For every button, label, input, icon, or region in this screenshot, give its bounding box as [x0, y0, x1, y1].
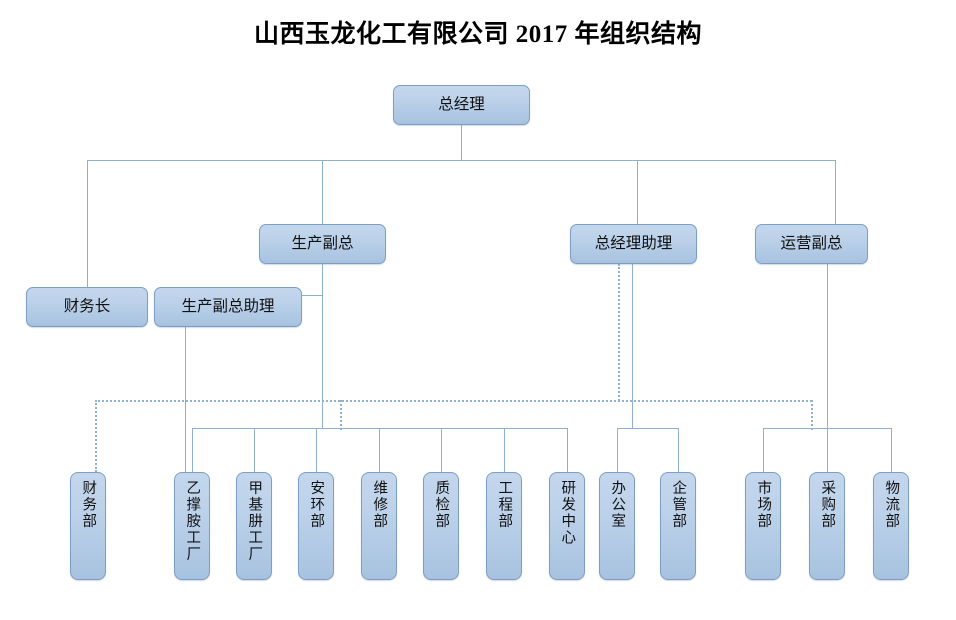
page-title: 山西玉龙化工有限公司 2017 年组织结构: [253, 21, 702, 48]
node-cfo[interactable]: 财务长: [26, 287, 148, 327]
connector-dotted-bus: [95, 400, 812, 402]
node-production-vp-assistant[interactable]: 生产副总助理: [154, 287, 302, 327]
node-dept-mh-plant[interactable]: 甲基肼工厂: [236, 472, 272, 580]
node-dept-engineering[interactable]: 工程部: [486, 472, 522, 580]
connector-stem-ea-plant: [192, 428, 193, 476]
node-gm-assistant[interactable]: 总经理助理: [570, 224, 697, 264]
connector-stem-safety-env: [316, 428, 317, 476]
node-label: 维修部: [371, 480, 388, 530]
connector-stem-maintenance: [379, 428, 380, 476]
connector-dotted-to-operations: [811, 400, 813, 430]
connector-tier1-bus: [87, 160, 835, 161]
connector-dotted-to-finance: [95, 400, 97, 472]
connector-gm-stem: [461, 125, 462, 161]
node-dept-finance[interactable]: 财务部: [70, 472, 106, 580]
node-label: 总经理: [438, 96, 485, 114]
node-label: 财务部: [80, 480, 97, 530]
node-label: 安环部: [308, 480, 325, 530]
connector-drop-prod-vp: [322, 160, 323, 224]
connector-prod-vp-trunk: [322, 264, 323, 428]
node-label: 运营副总: [780, 235, 843, 253]
node-dept-maintenance[interactable]: 维修部: [361, 472, 397, 580]
connector-stem-qc: [441, 428, 442, 476]
connector-drop-ops-vp: [835, 160, 836, 224]
node-dept-office[interactable]: 办公室: [599, 472, 635, 580]
node-label: 采购部: [819, 480, 836, 530]
connector-stem-logistics: [891, 428, 892, 476]
node-dept-corp-mgmt[interactable]: 企管部: [660, 472, 696, 580]
node-dept-purchasing[interactable]: 采购部: [809, 472, 845, 580]
node-operations-vp[interactable]: 运营副总: [755, 224, 868, 264]
node-label: 市场部: [755, 480, 772, 530]
node-general-manager[interactable]: 总经理: [393, 85, 530, 125]
node-dept-safety-env[interactable]: 安环部: [298, 472, 334, 580]
node-label: 财务长: [63, 298, 111, 316]
connector-stem-office: [617, 428, 618, 476]
node-dept-rnd-center[interactable]: 研发中心: [549, 472, 585, 580]
connector-stem-marketing: [763, 428, 764, 476]
node-label: 甲基肼工厂: [246, 480, 263, 563]
node-label: 乙撑胺工厂: [184, 480, 201, 563]
node-label: 研发中心: [559, 480, 576, 546]
connector-stem-mh-plant: [254, 428, 255, 476]
node-label: 企管部: [670, 480, 687, 530]
connector-dotted-from-gm-assistant: [618, 264, 620, 401]
node-label: 质检部: [433, 480, 450, 530]
node-label: 生产副总助理: [181, 298, 275, 316]
node-label: 总经理助理: [594, 235, 673, 253]
node-production-vp[interactable]: 生产副总: [259, 224, 386, 264]
connector-stem-corp-mgmt: [678, 428, 679, 476]
node-label: 生产副总: [291, 235, 354, 253]
node-label: 工程部: [496, 480, 513, 530]
node-dept-ea-plant[interactable]: 乙撑胺工厂: [174, 472, 210, 580]
connector-stem-purchasing: [827, 428, 828, 476]
connector-gm-assistant-trunk: [632, 264, 633, 428]
connector-admin-bus: [617, 428, 678, 429]
connector-stem-rnd-center: [567, 428, 568, 476]
connector-drop-gm-assistant: [637, 160, 638, 224]
connector-prod-assistant-to-ea-plant: [185, 320, 186, 476]
node-label: 办公室: [609, 480, 626, 530]
node-label: 物流部: [883, 480, 900, 530]
connector-drop-cfo: [87, 160, 88, 287]
node-dept-logistics[interactable]: 物流部: [873, 472, 909, 580]
node-dept-marketing[interactable]: 市场部: [745, 472, 781, 580]
connector-ops-vp-trunk: [827, 264, 828, 428]
connector-stem-engineering: [504, 428, 505, 476]
node-dept-qc[interactable]: 质检部: [423, 472, 459, 580]
connector-dotted-to-production: [340, 400, 342, 430]
